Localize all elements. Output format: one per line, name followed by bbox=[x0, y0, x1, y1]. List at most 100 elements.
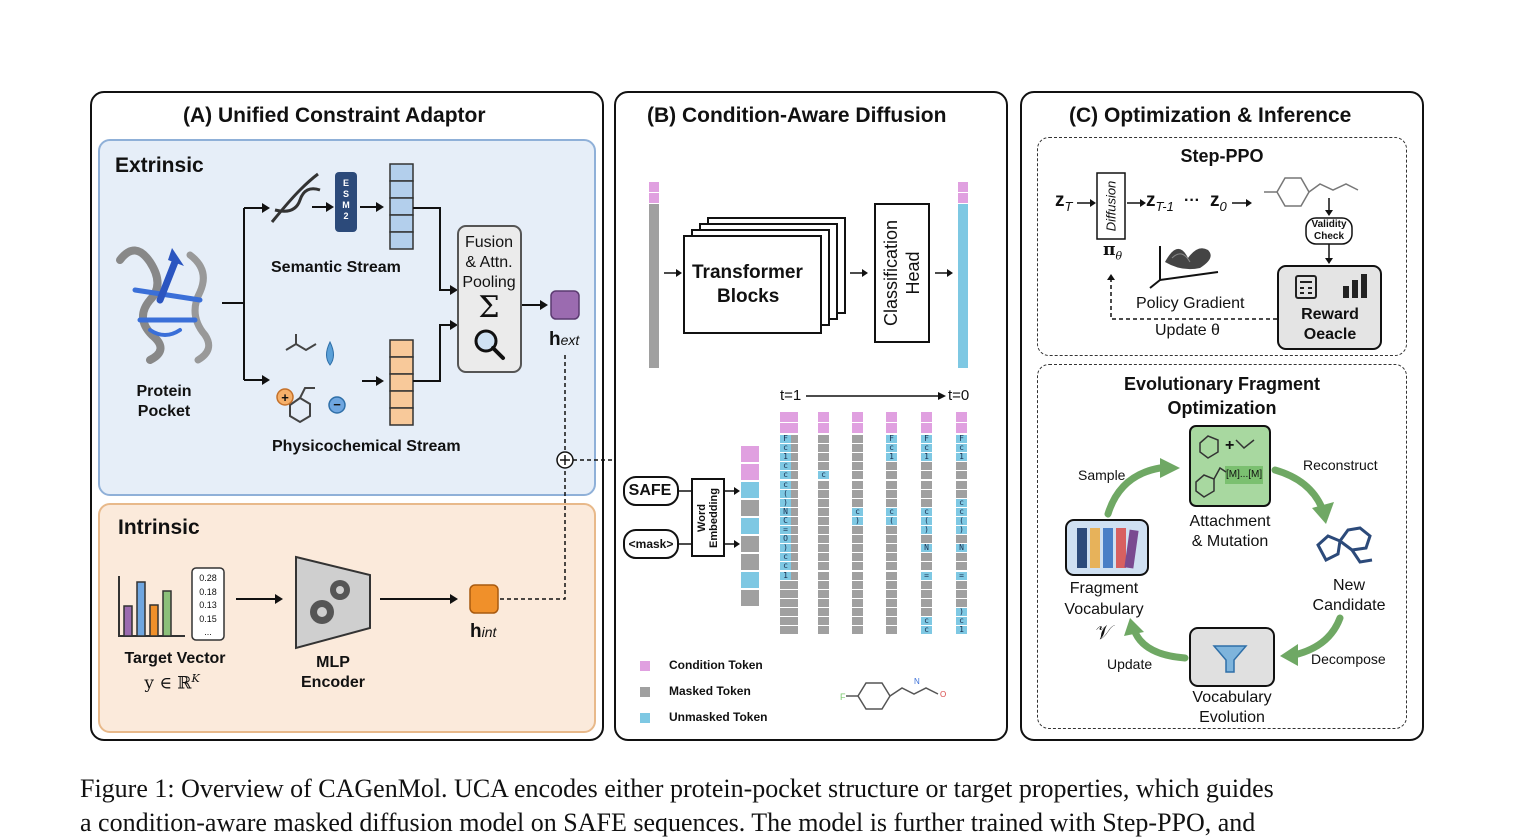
new-candidate-label-2: Candidate bbox=[1312, 597, 1386, 614]
z-t1-main: z bbox=[1146, 190, 1156, 211]
masked-token bbox=[886, 471, 897, 480]
masked-token bbox=[787, 498, 798, 507]
unmasked-token: = bbox=[780, 525, 791, 535]
safe-label: SAFE bbox=[628, 482, 672, 499]
masked-token bbox=[787, 526, 798, 535]
semantic-stream-label: Semantic Stream bbox=[271, 259, 401, 276]
funnel-icon bbox=[1212, 645, 1248, 673]
condition-token bbox=[852, 423, 863, 433]
masked-token bbox=[818, 562, 829, 571]
unmasked-token: c bbox=[780, 462, 791, 471]
step-ppo-region bbox=[1037, 137, 1407, 356]
target-values: 0.28 0.18 0.13 0.15 ... bbox=[192, 572, 224, 640]
panel-a-title: (A) Unified Constraint Adaptor bbox=[183, 104, 486, 127]
target-value: 0.18 bbox=[199, 586, 217, 597]
caption-line-1: Figure 1: Overview of CAGenMol. UCA enco… bbox=[80, 774, 1274, 803]
masked-token bbox=[921, 589, 932, 598]
attachment-label-2: & Mutation bbox=[1191, 533, 1269, 550]
esm-letter: M bbox=[342, 200, 350, 210]
masked-token bbox=[852, 480, 863, 489]
unmasked-token: c bbox=[780, 553, 791, 562]
masked-token bbox=[886, 535, 897, 544]
masked-token bbox=[818, 498, 829, 507]
masked-token bbox=[852, 562, 863, 571]
masked-token bbox=[787, 553, 798, 562]
reward-label-2: Oeacle bbox=[1303, 326, 1357, 343]
masked-token bbox=[818, 626, 829, 635]
output-token-column bbox=[958, 182, 968, 368]
condition-token bbox=[818, 423, 829, 433]
masked-token bbox=[886, 626, 897, 635]
masked-token bbox=[956, 589, 967, 598]
masked-token bbox=[921, 498, 932, 507]
negative-charge-icon bbox=[328, 396, 346, 414]
unmasked-token: ( bbox=[956, 516, 967, 525]
step-ppo-label: Step-PPO bbox=[1180, 146, 1264, 166]
masked-token bbox=[818, 598, 829, 607]
unmasked-token: c bbox=[780, 443, 791, 453]
masked-token bbox=[818, 507, 829, 516]
masked-token bbox=[787, 435, 798, 444]
unmasked-token: N bbox=[921, 544, 932, 553]
unmasked-token: 1 bbox=[921, 453, 932, 462]
masked-token bbox=[886, 489, 897, 498]
masked-token bbox=[852, 544, 863, 553]
masked-token bbox=[852, 489, 863, 498]
masked-token bbox=[852, 598, 863, 607]
masked-token bbox=[956, 489, 967, 498]
masked-token bbox=[787, 580, 798, 589]
target-formula-sup: K bbox=[191, 672, 200, 685]
masked-token bbox=[921, 598, 932, 607]
h-int-sub: int bbox=[481, 624, 497, 640]
caption-line-2: a condition-aware masked diffusion model… bbox=[80, 808, 1256, 837]
classification-head bbox=[874, 203, 930, 343]
masked-token bbox=[818, 607, 829, 616]
unmasked-token: ) bbox=[956, 607, 967, 616]
masked-token bbox=[956, 471, 967, 480]
masked-token bbox=[787, 607, 798, 616]
masked-token bbox=[818, 617, 829, 626]
masked-token bbox=[886, 553, 897, 562]
vocab-evo-label-2: Evolution bbox=[1199, 709, 1265, 726]
mlp-label-1: MLP bbox=[316, 654, 350, 671]
reconstruct-label: Reconstruct bbox=[1303, 457, 1378, 473]
unmasked-token: F bbox=[956, 434, 967, 444]
unmasked-token: 1 bbox=[780, 571, 791, 580]
mlp-label-2: Encoder bbox=[300, 674, 366, 691]
policy-landscape-icon bbox=[1149, 246, 1219, 289]
masked-token bbox=[780, 598, 791, 607]
target-bar-chart bbox=[118, 576, 185, 637]
unmasked-token: c bbox=[780, 471, 791, 480]
calculator-icon bbox=[1295, 275, 1317, 299]
new-candidate-icon bbox=[1316, 526, 1373, 564]
condition-token bbox=[780, 412, 791, 422]
unmasked-token: c bbox=[956, 498, 967, 507]
unmasked-token: c bbox=[886, 443, 897, 453]
t1-label: t=1 bbox=[780, 387, 802, 404]
svg-text:−: − bbox=[333, 397, 341, 412]
unmasked-token: 1 bbox=[886, 453, 897, 462]
pi-main: π bbox=[1103, 240, 1116, 260]
masked-token bbox=[818, 435, 829, 444]
mutation-tag: [M]...[M] bbox=[1226, 469, 1263, 480]
masked-token bbox=[780, 626, 791, 635]
unmasked-token: ) bbox=[780, 544, 791, 553]
unmasked-token: ( bbox=[886, 516, 897, 525]
vocab-evo-label-1: Vocabulary bbox=[1192, 689, 1272, 706]
masked-token bbox=[852, 617, 863, 626]
condition-token bbox=[956, 423, 967, 433]
intrinsic-label: Intrinsic bbox=[118, 516, 200, 539]
vocab-symbol: 𝒱 bbox=[1095, 620, 1113, 644]
unmasked-token: F bbox=[886, 434, 897, 444]
masked-token bbox=[818, 589, 829, 598]
masked-token bbox=[818, 480, 829, 489]
masked-token bbox=[921, 607, 932, 616]
masked-token bbox=[818, 453, 829, 462]
masked-token bbox=[780, 589, 791, 598]
masked-token bbox=[787, 444, 798, 453]
mask-label: <mask> bbox=[628, 537, 674, 551]
unmasked-token: c bbox=[956, 443, 967, 453]
condition-token bbox=[852, 412, 863, 422]
